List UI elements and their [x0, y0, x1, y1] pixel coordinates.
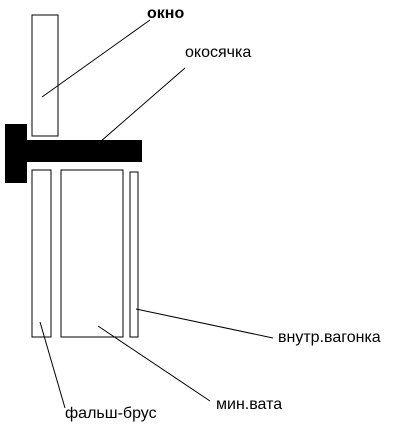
window-frame [31, 14, 59, 137]
false-beam [31, 169, 52, 338]
label-inner-lining: внутр.вагонка [278, 329, 381, 346]
leader-window [41, 19, 151, 98]
inner-lining [129, 171, 139, 338]
leader-mineral-wool [97, 325, 211, 402]
label-mineral-wool: мин.вата [216, 396, 282, 413]
label-false-beam: фальш-брус [65, 405, 157, 422]
jamb-bar [5, 140, 142, 162]
leader-inner-lining [135, 308, 274, 339]
leader-false-beam [39, 321, 66, 409]
mineral-wool [60, 169, 124, 338]
label-window: окно [147, 5, 184, 22]
label-jamb: окосячка [185, 44, 251, 61]
leader-jamb [99, 67, 186, 143]
